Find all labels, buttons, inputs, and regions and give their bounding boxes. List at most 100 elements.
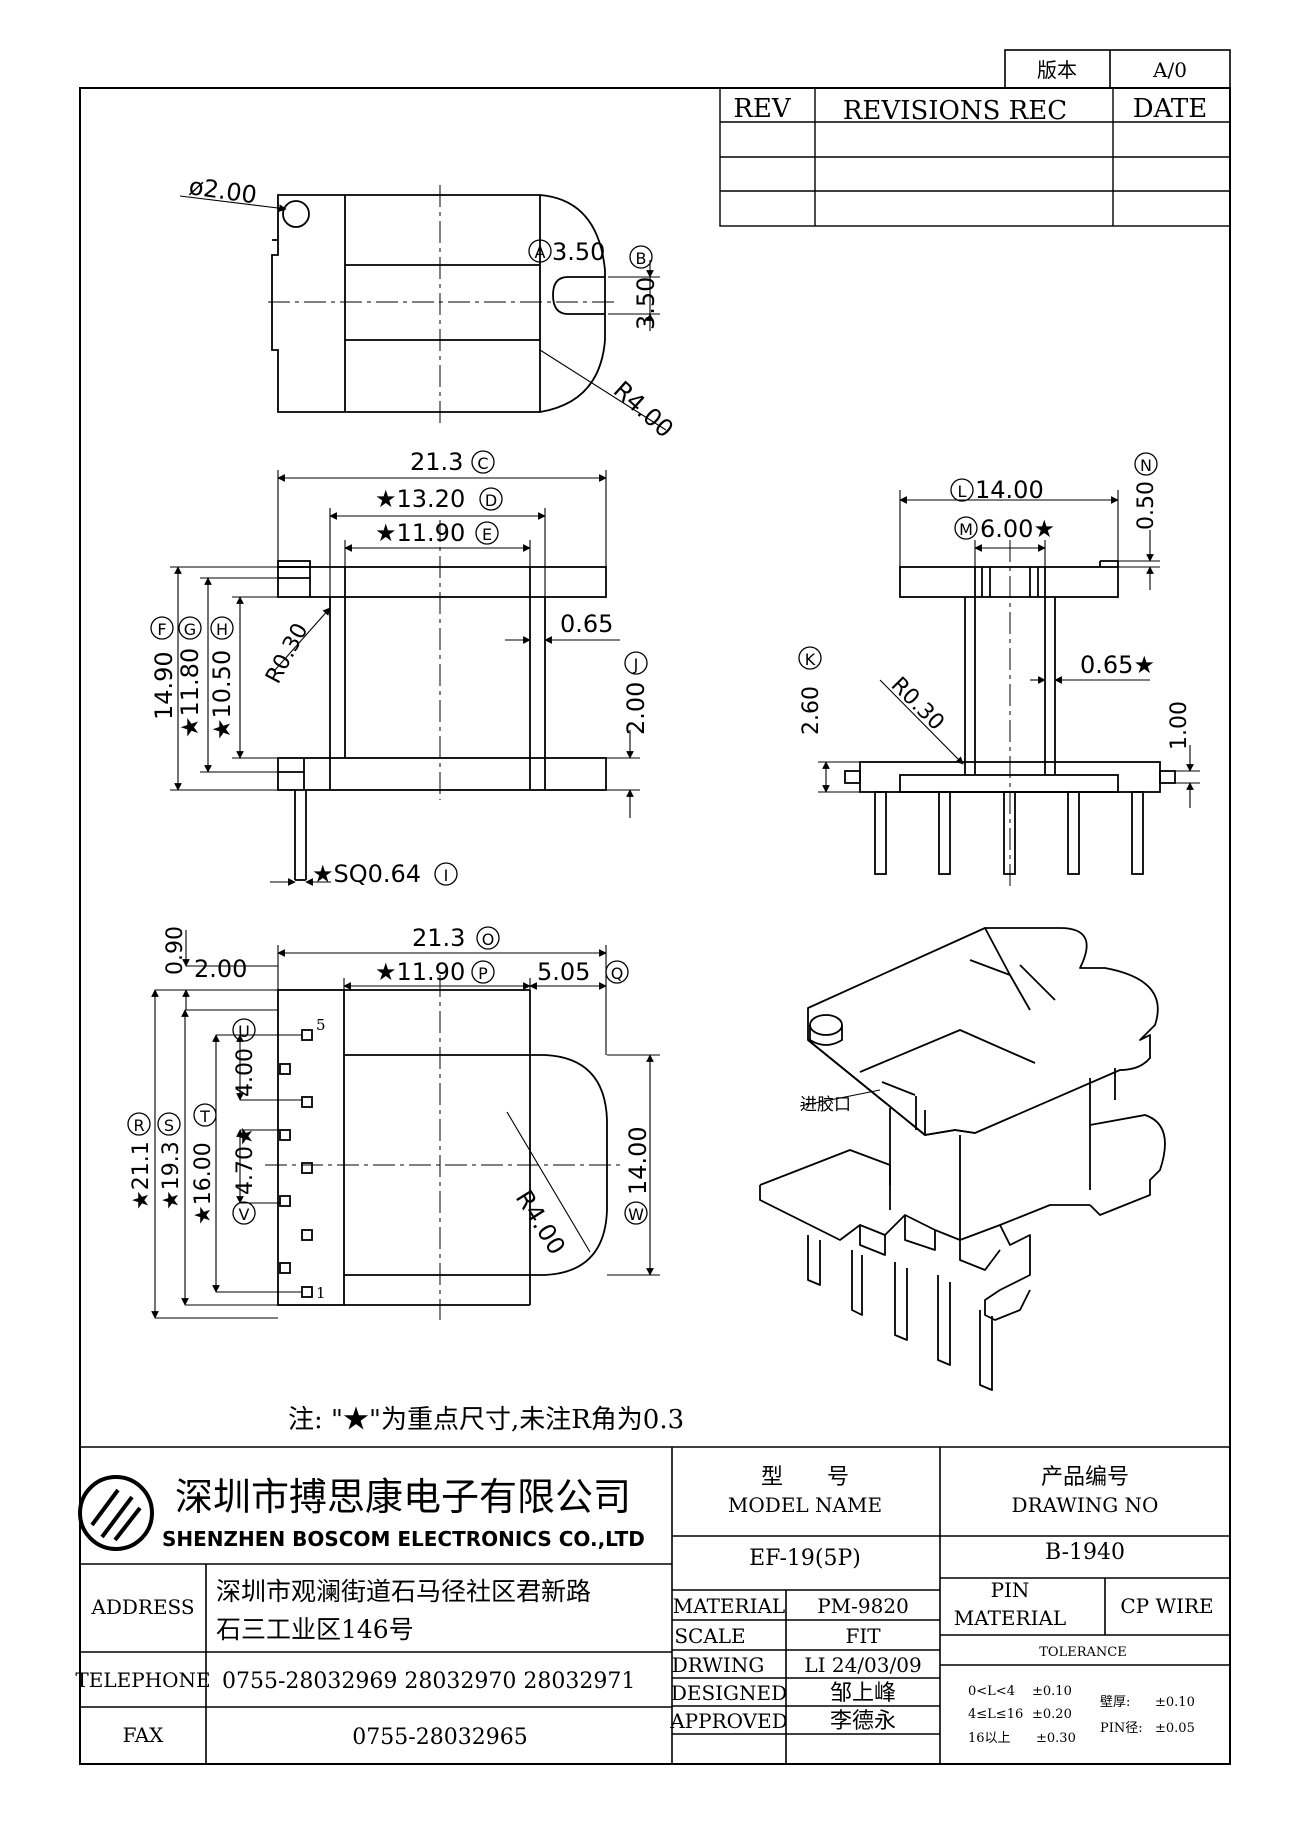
revision-table — [719, 87, 1231, 227]
model-label-cn: 型 号 — [761, 1465, 849, 1490]
ref-s-circle — [157, 1112, 181, 1136]
version-value: A/0 — [1152, 58, 1187, 82]
telephone-value: 0755-28032969 28032970 28032971 — [222, 1669, 635, 1694]
ref-b-circle — [629, 245, 653, 269]
ref-w-letter: W — [628, 1205, 644, 1224]
company-logo — [78, 1475, 154, 1551]
ref-u-circle — [232, 1018, 256, 1042]
ref-m-circle — [954, 516, 978, 540]
ref-q-circle — [605, 960, 629, 984]
ref-i-letter: I — [444, 866, 449, 885]
side-wall-label: 0.65★ — [1080, 651, 1155, 679]
ref-c-letter: C — [477, 454, 488, 473]
bottom-view — [277, 989, 608, 1306]
approved-label: APPROVED — [669, 1709, 788, 1733]
side-view — [844, 560, 1176, 875]
ref-k-letter: K — [805, 650, 816, 669]
dim-s-label: ★19.3 — [159, 1141, 184, 1210]
dim-r-label: ★21.1 — [129, 1141, 154, 1210]
designed-label: DESIGNED — [671, 1681, 787, 1705]
address-line-1: 深圳市观澜街道石马径社区君新路 — [216, 1577, 591, 1606]
front-radius-label: R0.30 — [261, 619, 313, 687]
drawing-no-label-cn: 产品编号 — [1041, 1465, 1129, 1490]
drawing-border — [79, 87, 1231, 1765]
fax-value: 0755-28032965 — [352, 1725, 527, 1750]
dim-q-label: 5.05 — [537, 958, 590, 986]
ref-c-circle — [471, 450, 495, 474]
dim-k-label: 2.60 — [799, 686, 824, 735]
approved-value: 李德永 — [830, 1709, 896, 1734]
dim-f-label: 14.90 — [150, 651, 178, 720]
telephone-label: TELEPHONE — [75, 1668, 210, 1692]
ref-s-letter: S — [164, 1116, 174, 1135]
front-wall-label: 0.65 — [560, 610, 613, 638]
ref-a-circle — [528, 239, 552, 263]
ref-l-circle — [950, 478, 974, 502]
ref-i-circle — [434, 862, 458, 886]
fax-label: FAX — [123, 1723, 165, 1747]
dim-t-label: ★16.00 — [191, 1142, 216, 1225]
ref-j-letter: J — [633, 655, 639, 674]
pin-material-value: CP WIRE — [1120, 1594, 1213, 1618]
tol-wall-label: 壁厚: — [1100, 1695, 1130, 1710]
designed-value: 邹上峰 — [830, 1681, 896, 1706]
drwing-label: DRWING — [672, 1653, 765, 1677]
ref-w-circle — [624, 1201, 648, 1225]
ref-f-letter: F — [157, 620, 166, 639]
ref-g-circle — [178, 616, 202, 640]
ref-o-letter: O — [482, 930, 495, 949]
bottom-radius-label: R4.00 — [510, 1185, 571, 1259]
ref-f-circle — [150, 616, 174, 640]
dim-l-label: 14.00 — [975, 476, 1044, 504]
front-view — [277, 560, 607, 881]
drawing-no-value: B-1940 — [1045, 1540, 1125, 1565]
dim-n-label: 0.50 — [1134, 481, 1159, 530]
dim-090-label: 0.90 — [163, 926, 188, 975]
ref-e-circle — [475, 521, 499, 545]
ref-v-circle — [232, 1201, 256, 1225]
ref-e-letter: E — [482, 525, 492, 544]
bottom-view-centerlines — [265, 975, 620, 1320]
front-view-dims — [170, 470, 640, 886]
dim-p-label: ★11.90 — [375, 958, 465, 986]
version-label: 版本 — [1037, 58, 1077, 82]
ref-a-letter: A — [535, 243, 546, 262]
date-header: DATE — [1133, 94, 1208, 124]
company-name-en: SHENZHEN BOSCOM ELECTRONICS CO.,LTD — [162, 1527, 645, 1551]
dim-h-label: ★10.50 — [208, 650, 236, 740]
ref-m-letter: M — [959, 520, 973, 539]
side-radius-label: R0.30 — [886, 673, 949, 736]
slot-a-label: 3.50 — [552, 238, 605, 266]
ref-t-letter: T — [199, 1107, 210, 1126]
ref-n-letter: N — [1140, 456, 1152, 475]
side-view-dims — [818, 490, 1200, 808]
ref-l-letter: L — [958, 482, 967, 501]
ref-r-letter: R — [133, 1116, 144, 1135]
drwing-value: LI 24/03/09 — [804, 1653, 921, 1677]
drawing-no-label-en: DRAWING NO — [1012, 1493, 1159, 1517]
revisions-rec-header: REVISIONS REC — [843, 96, 1067, 126]
ref-b-letter: B — [636, 249, 647, 268]
top-view — [271, 194, 606, 413]
model-label-en: MODEL NAME — [728, 1493, 882, 1517]
bottom-view-dims — [151, 930, 660, 1319]
ref-j-circle — [624, 651, 648, 675]
hole-dia-label: ø2.00 — [187, 172, 258, 209]
dim-m-label: 6.00★ — [980, 515, 1055, 543]
dim-e-label: ★11.90 — [375, 519, 465, 547]
company-name-cn: 深圳市搏思康电子有限公司 — [175, 1475, 631, 1519]
ref-n-circle — [1134, 452, 1158, 476]
tol-wall-value: ±0.10 — [1155, 1695, 1195, 1710]
ref-d-circle — [479, 487, 503, 511]
material-value: PM-9820 — [817, 1594, 909, 1618]
address-line-2: 石三工业区146号 — [216, 1615, 414, 1644]
ref-g-letter: G — [184, 620, 196, 639]
scale-value: FIT — [845, 1624, 881, 1648]
ref-v-letter: V — [239, 1205, 250, 1224]
dim-d-label: ★13.20 — [375, 485, 465, 513]
drawing-note: 注: "★"为重点尺寸,未注R角为0.3 — [288, 1405, 684, 1435]
scale-label: SCALE — [674, 1624, 745, 1648]
isometric-view — [759, 927, 1166, 1391]
address-label: ADDRESS — [90, 1595, 194, 1619]
